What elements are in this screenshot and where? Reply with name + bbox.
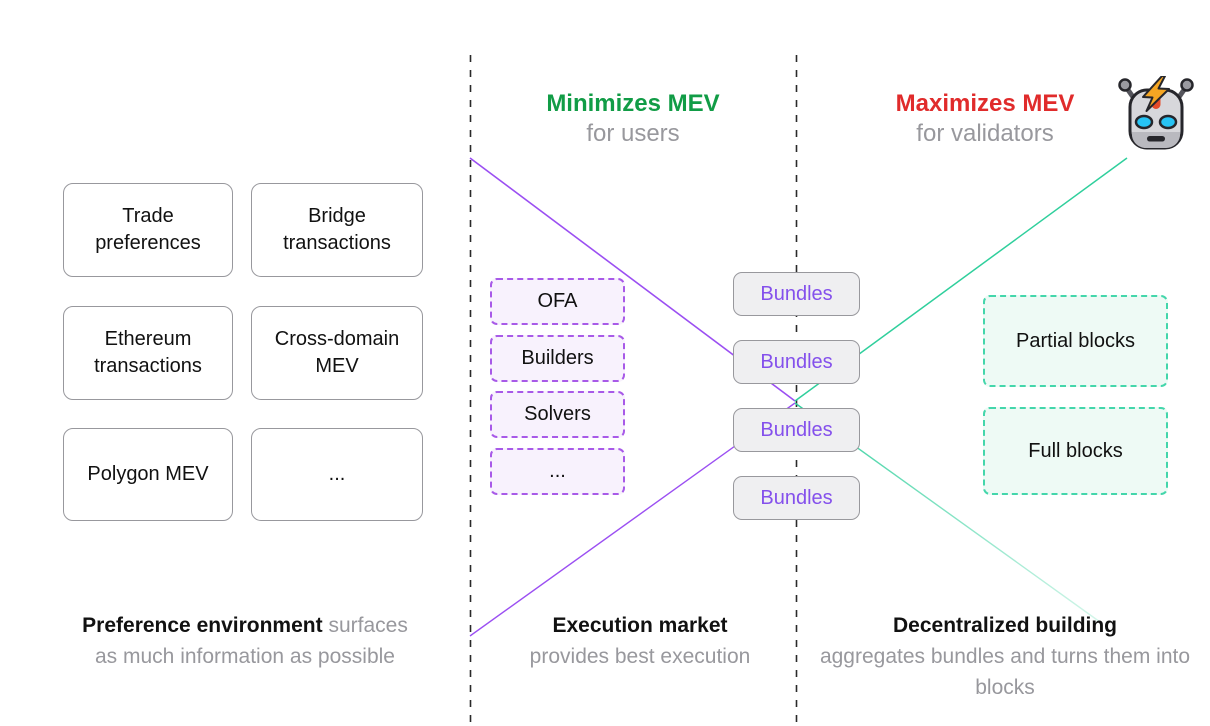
preference-box-bridge: Bridge transactions (251, 183, 423, 277)
bundle-box-label: Bundles (760, 282, 833, 305)
preference-box-ethereum: Ethereum transactions (63, 306, 233, 400)
caption-bold: Decentralized building (892, 614, 1118, 637)
market-box-label: Solvers (524, 403, 591, 425)
bundle-box-3: Bundles (733, 408, 860, 452)
header-minimizes-mev: Minimizes MEV for users (470, 89, 796, 149)
minimizes-subtitle: for users (586, 120, 680, 147)
market-box-ofa: OFA (490, 278, 625, 325)
bundle-box-label: Bundles (760, 418, 833, 441)
caption-gray: aggregates bundles and turns them into b… (819, 645, 1191, 699)
caption-bold: Preference environment (82, 614, 323, 637)
preference-box-label: Bridge transactions (283, 205, 391, 254)
market-box-solvers: Solvers (490, 391, 625, 438)
caption-gray: as much information as possible (95, 645, 395, 668)
preference-box-cross-domain: Cross-domain MEV (251, 306, 423, 400)
bundle-box-label: Bundles (760, 350, 833, 373)
bundle-box-4: Bundles (733, 476, 860, 520)
caption-gray: surfaces (328, 614, 408, 637)
bundle-box-label: Bundles (760, 486, 833, 509)
caption-decentralized-building: Decentralized building aggregates bundle… (805, 610, 1205, 703)
preference-box-polygon: Polygon MEV (63, 428, 233, 521)
preference-box-label: ... (328, 463, 346, 485)
market-box-label: Builders (521, 347, 594, 369)
robot-icon (1118, 76, 1194, 150)
block-box-label: Full blocks (1028, 439, 1123, 462)
bundle-box-1: Bundles (733, 272, 860, 316)
minimizes-title: Minimizes MEV (546, 90, 720, 117)
caption-preference-environment: Preference environment surfaces as much … (35, 610, 455, 672)
header-maximizes-mev: Maximizes MEV for validators (800, 89, 1170, 149)
block-box-label: Partial blocks (1016, 329, 1135, 352)
market-box-label: OFA (537, 290, 578, 312)
preference-box-label: Polygon MEV (87, 463, 209, 485)
block-box-full: Full blocks (983, 407, 1168, 495)
preference-box-label: Cross-domain MEV (274, 328, 400, 377)
preference-box-label: Ethereum transactions (94, 328, 202, 377)
market-box-label: ... (549, 460, 566, 482)
preference-box-label: Trade preferences (95, 205, 201, 254)
preference-box-ellipsis: ... (251, 428, 423, 521)
maximizes-title: Maximizes MEV (895, 90, 1075, 117)
maximizes-subtitle: for validators (916, 120, 1054, 147)
market-box-builders: Builders (490, 335, 625, 382)
caption-bold: Execution market (552, 614, 728, 637)
preference-box-trade: Trade preferences (63, 183, 233, 277)
block-box-partial: Partial blocks (983, 295, 1168, 387)
caption-gray: provides best execution (529, 645, 751, 668)
caption-execution-market: Execution market provides best execution (480, 610, 800, 672)
bundle-box-2: Bundles (733, 340, 860, 384)
market-box-ellipsis: ... (490, 448, 625, 495)
